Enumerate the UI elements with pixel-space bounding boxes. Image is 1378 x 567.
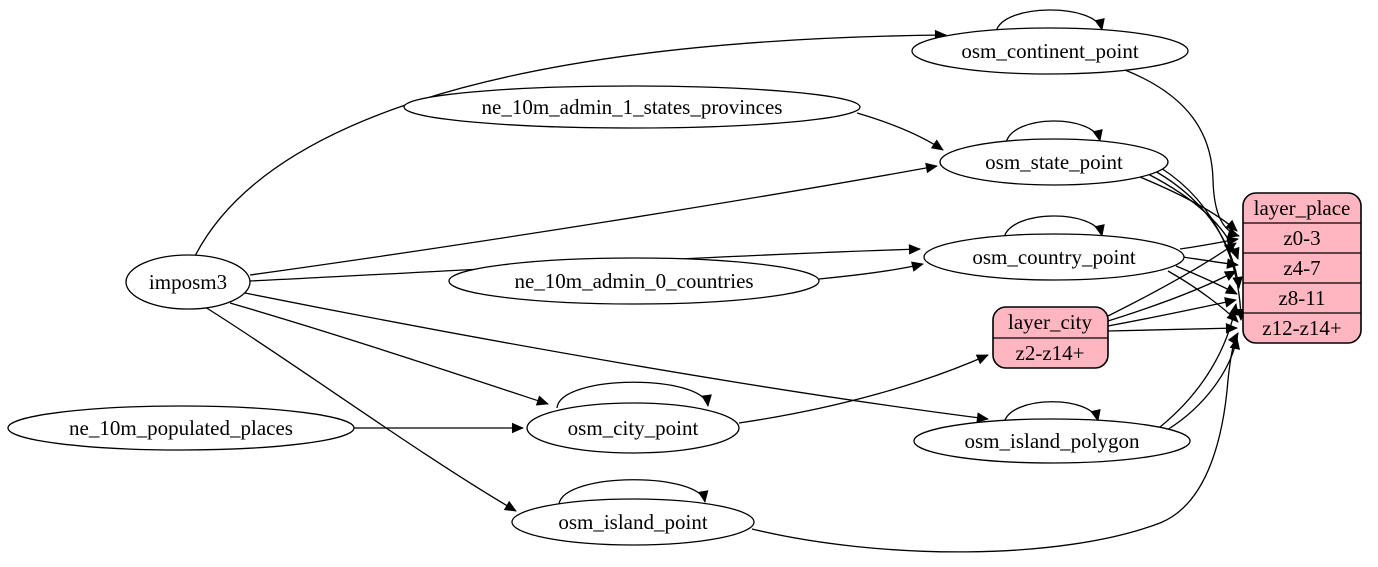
edge-selfloop-osm_state_point [1005, 120, 1103, 144]
edge-selfloop-osm_country_point [1003, 215, 1105, 239]
edge-osm_state_point-to-layer_place-z12-z14 [1160, 167, 1247, 321]
node-ne_10m_populated_places: ne_10m_populated_places [7, 405, 355, 451]
node-osm_continent_point-shape [911, 27, 1189, 75]
node-layer_place-row-z4-7: z4-7 [1283, 256, 1320, 280]
node-ne_10m_populated_places-label: ne_10m_populated_places [69, 416, 293, 440]
node-ne_10m_admin_0_countries-shape [448, 257, 820, 305]
node-layer_city-row-z2-z14: z2-z14+ [1016, 341, 1085, 365]
edge-imposm3-to-osm_state_point [249, 162, 938, 276]
edge-layer_city-to-layer_place-z4-7 [1107, 270, 1237, 322]
node-osm_city_point: osm_city_point [526, 402, 740, 454]
edge-imposm3-to-osm_island_point [204, 306, 517, 512]
node-osm_state_point-label: osm_state_point [985, 150, 1123, 174]
edge-layer_city-to-layer_place-z12-z14 [1107, 323, 1238, 334]
node-ne_10m_admin_0_countries-label: ne_10m_admin_0_countries [514, 269, 753, 293]
edge-imposm3-to-osm_island_polygon [244, 292, 989, 423]
edge-selfloop-osm_island_point [558, 479, 709, 505]
edge-osm_island_polygon-to-layer_place-z12-z14 [1166, 337, 1241, 431]
edge-selfloop-osm_island_polygon [1003, 401, 1101, 424]
node-osm_city_point-shape [526, 402, 740, 454]
node-osm_island_polygon-shape [913, 418, 1191, 464]
edge-osm_island_point-to-layer_place-z12-z14 [751, 332, 1239, 553]
node-osm_city_point-label: osm_city_point [568, 416, 699, 440]
node-layer_city: layer_city z2-z14+ [992, 306, 1109, 369]
node-ne_10m_admin_0_countries: ne_10m_admin_0_countries [448, 257, 820, 305]
edge-osm_country_point-to-layer_place-z8-11 [1175, 265, 1238, 295]
edge-osm_island_polygon-to-layer_place-z8-11 [1159, 303, 1240, 428]
edge-osm_country_point-to-layer_place-z0-3 [1179, 235, 1239, 250]
node-osm_continent_point: osm_continent_point [911, 27, 1189, 75]
edge-osm_city_point-to-layer_city-z2-z14 [738, 354, 989, 424]
node-imposm3: imposm3 [125, 254, 251, 310]
node-ne_10m_populated_places-shape [7, 405, 355, 451]
node-layer_place: layer_place z0-3 z4-7 z8-11 z12-z14+ [1242, 192, 1362, 344]
node-osm_island_point: osm_island_point [511, 498, 755, 546]
node-ne_10m_admin_1_states_provinces-shape [403, 85, 861, 129]
edge-selfloop-osm_city_point [556, 381, 712, 409]
edge-osm_country_point-to-layer_place-z4-7 [1182, 256, 1239, 269]
node-ne_10m_admin_1_states_provinces-label: ne_10m_admin_1_states_provinces [482, 95, 783, 119]
node-osm_country_point-label: osm_country_point [972, 245, 1135, 269]
node-layer_place-row-z12-z14: z12-z14+ [1262, 316, 1341, 340]
nodes-group: imposm3 ne_10m_admin_1_states_provinces … [7, 27, 1362, 546]
node-osm_continent_point-label: osm_continent_point [961, 39, 1138, 63]
node-layer_city-title: layer_city [1008, 310, 1092, 334]
edge-osm_continent_point-to-layer_place-z0-3 [1124, 69, 1240, 238]
node-osm_state_point-shape [939, 138, 1169, 186]
edge-ne_10m_admin_0_countries-to-osm_country_point [818, 261, 924, 280]
node-ne_10m_admin_1_states_provinces: ne_10m_admin_1_states_provinces [403, 85, 861, 129]
node-osm_state_point: osm_state_point [939, 138, 1169, 186]
edge-selfloop-osm_continent_point [995, 9, 1105, 33]
node-osm_country_point-shape [923, 233, 1185, 281]
node-layer_place-shape [1242, 192, 1362, 344]
edge-layer_city-to-layer_place-z0-3 [1107, 242, 1237, 317]
node-imposm3-label: imposm3 [149, 270, 227, 294]
node-osm_island_polygon: osm_island_polygon [913, 418, 1191, 464]
edge-layer_city-to-layer_place-z8-11 [1107, 297, 1237, 327]
edge-ne_10m_admin_1_states_provinces-to-osm_state_point [856, 112, 944, 151]
node-layer_place-row-z0-3: z0-3 [1283, 226, 1320, 250]
edge-imposm3-to-osm_city_point [229, 302, 549, 406]
node-imposm3-shape [125, 254, 251, 310]
node-osm_country_point: osm_country_point [923, 233, 1185, 281]
node-layer_place-row-z8-11: z8-11 [1278, 286, 1325, 310]
node-osm_island_point-label: osm_island_point [558, 510, 708, 534]
node-layer_place-title: layer_place [1254, 196, 1351, 220]
node-osm_island_polygon-label: osm_island_polygon [964, 429, 1140, 453]
node-osm_island_point-shape [511, 498, 755, 546]
